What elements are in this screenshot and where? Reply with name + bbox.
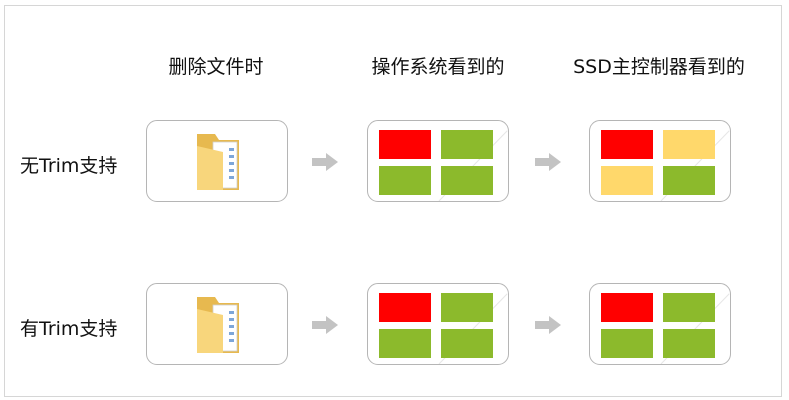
os-view-box xyxy=(367,120,509,202)
os-view-box xyxy=(367,283,509,365)
storage-block-green xyxy=(663,329,715,358)
diagram-frame xyxy=(4,5,782,397)
storage-block-green xyxy=(663,293,715,322)
storage-block-green xyxy=(441,166,493,195)
ssd-view-box xyxy=(589,283,731,365)
storage-block-green xyxy=(441,329,493,358)
column-header-ssd-view: SSD主控制器看到的 xyxy=(573,56,745,78)
storage-block-green xyxy=(379,329,431,358)
ssd-view-box xyxy=(589,120,731,202)
storage-block-green xyxy=(601,329,653,358)
arrow-right-icon xyxy=(312,153,338,171)
storage-block-green xyxy=(441,130,493,159)
storage-block-yellow xyxy=(601,166,653,195)
delete-file-box xyxy=(146,120,288,202)
arrow-right-icon xyxy=(535,153,561,171)
row-label-no-trim: 无Trim支持 xyxy=(20,155,118,177)
column-header-os-view: 操作系统看到的 xyxy=(371,56,505,78)
row-label-with-trim: 有Trim支持 xyxy=(20,318,118,340)
storage-block-red xyxy=(379,130,431,159)
storage-block-green xyxy=(379,166,431,195)
storage-block-red xyxy=(379,293,431,322)
storage-block-red xyxy=(601,130,653,159)
delete-file-box xyxy=(146,283,288,365)
arrow-right-icon xyxy=(312,316,338,334)
storage-block-yellow xyxy=(663,130,715,159)
column-header-delete: 删除文件时 xyxy=(168,56,264,78)
storage-block-green xyxy=(663,166,715,195)
storage-block-green xyxy=(441,293,493,322)
storage-block-red xyxy=(601,293,653,322)
folder-icon xyxy=(197,134,239,190)
folder-icon xyxy=(197,297,239,353)
arrow-right-icon xyxy=(535,316,561,334)
